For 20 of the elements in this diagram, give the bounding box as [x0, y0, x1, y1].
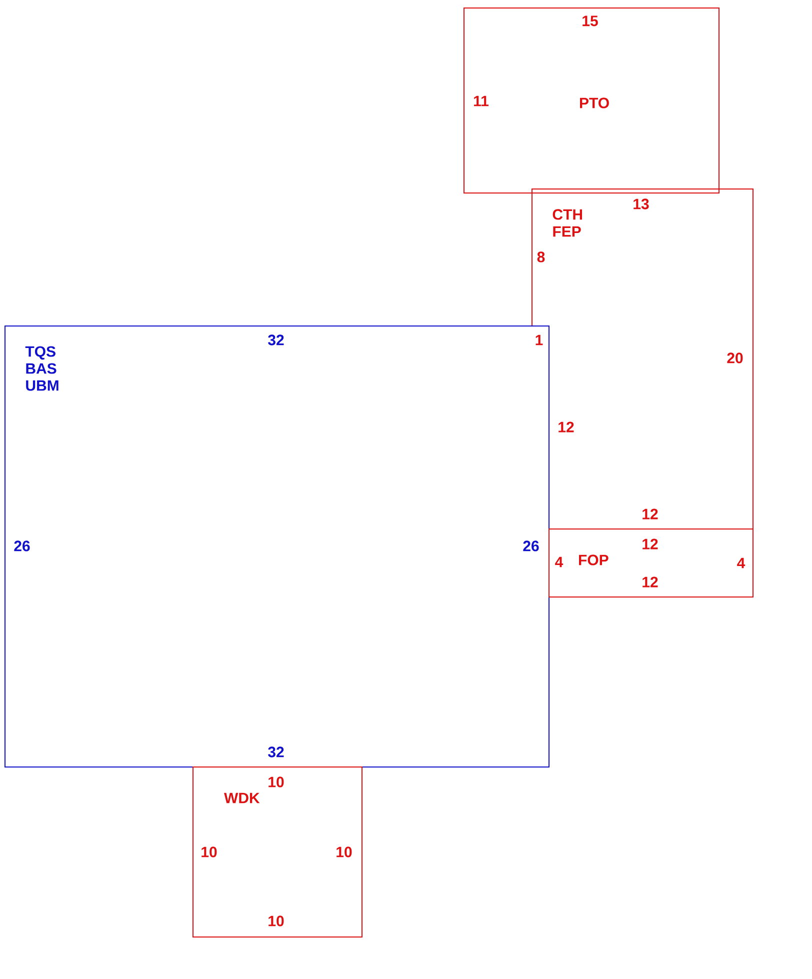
dimension-label: 4: [555, 556, 564, 568]
dimension-label: 15: [582, 16, 598, 26]
dimension-label: 11: [474, 96, 488, 106]
dimension-label: 10: [268, 776, 284, 788]
dimension-label: 12: [642, 508, 658, 520]
dimension-label: 26: [14, 540, 30, 552]
dimension-label: 4: [737, 558, 746, 568]
dimension-label: 10: [202, 846, 217, 858]
dimension-label: 32: [268, 334, 284, 346]
dimension-label: 10: [268, 916, 284, 926]
dimension-label: 8: [537, 252, 545, 262]
dimension-label: 1: [536, 334, 543, 346]
dimension-label: 26: [523, 540, 539, 552]
dimension-label: 10: [336, 846, 352, 858]
dimension-label: 32: [268, 746, 284, 758]
dimension-label: 12: [558, 422, 574, 432]
dimension-label: 20: [727, 352, 743, 364]
dimension-label: 12: [642, 538, 658, 550]
dimension-label: 12: [642, 576, 658, 588]
dimension-label: 13: [634, 198, 649, 210]
